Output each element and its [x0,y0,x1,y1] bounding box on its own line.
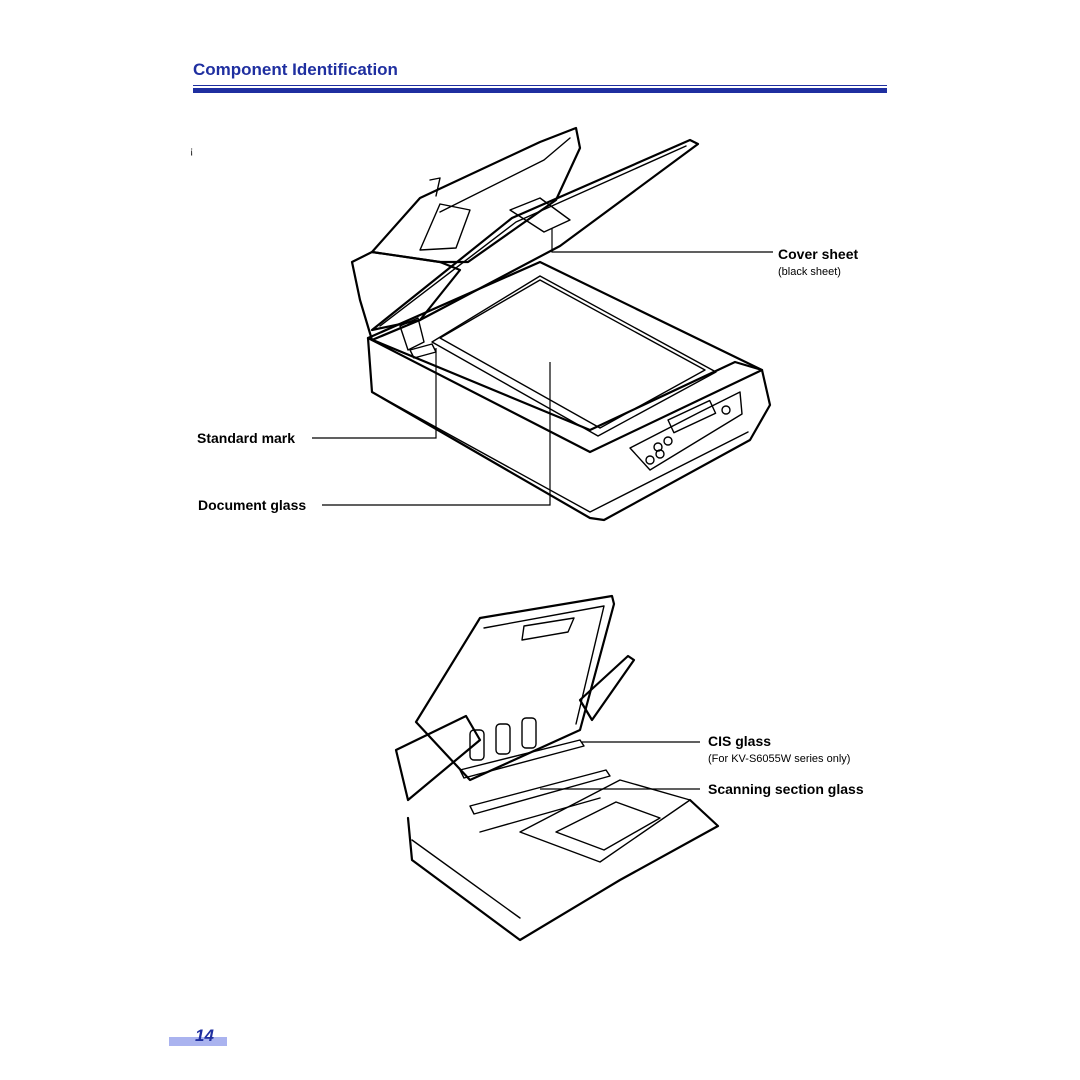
callout-standard-mark: Standard mark [197,430,296,446]
callout-cis-glass-note: (For KV-S6055W series only) [708,753,851,765]
scanner-flatbed-illustration [312,126,773,522]
page-number-bar [169,1037,227,1046]
callout-cover-sheet: Cover sheet [778,246,859,262]
page-title: Component Identification [193,60,398,79]
page-number-badge [169,1028,227,1046]
scanner-adf-open-illustration [394,594,720,942]
callout-cover-sheet-note: (black sheet) [778,266,841,278]
callout-scanning-section-glass: Scanning section glass [708,781,864,797]
stray-mark: ¡ [190,146,194,157]
title-rule [193,85,887,93]
title-rule-thick [193,88,887,93]
page-number: 14 [195,1026,214,1045]
callout-cis-glass: CIS glass [708,733,772,749]
title-rule-thin [193,85,887,86]
callout-document-glass: Document glass [198,497,307,513]
